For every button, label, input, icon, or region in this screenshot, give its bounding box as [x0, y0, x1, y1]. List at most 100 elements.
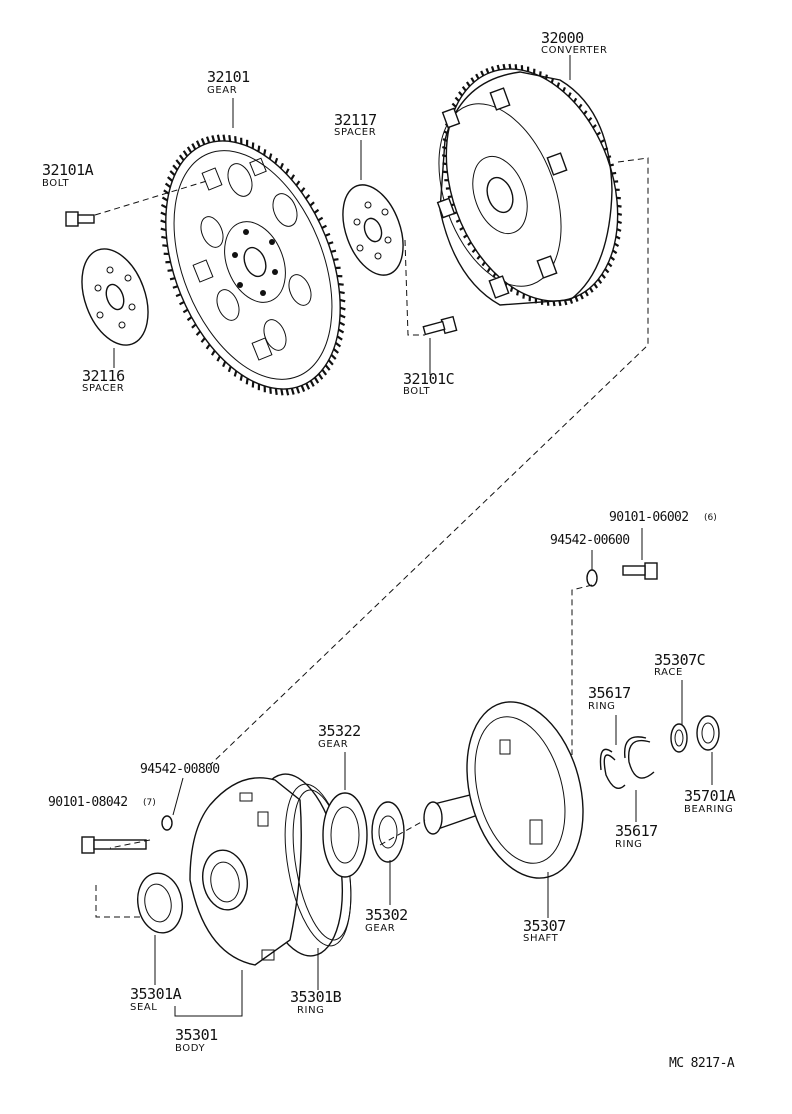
gear-tooth [502, 63, 506, 70]
gear-tooth [169, 277, 176, 281]
part-number-35617-top: 35617 [588, 684, 631, 702]
gear-tooth [597, 278, 603, 284]
gear-tooth [579, 293, 584, 300]
gear-tooth [339, 298, 346, 303]
gear-tooth [337, 274, 343, 278]
part-name-bolt-2: BOLT [403, 386, 431, 397]
gear-tooth [245, 378, 249, 385]
gear-tooth [321, 224, 327, 229]
gear-tooth [454, 96, 460, 102]
gear-tooth [305, 194, 311, 200]
gear-tooth [186, 316, 193, 322]
gear-tooth [520, 65, 524, 71]
gear-tooth [317, 373, 324, 380]
gear-tooth [490, 66, 495, 72]
part-number-35307c: 35307C [654, 651, 706, 669]
part-name-bolt: BOLT [42, 178, 70, 189]
gear-tooth [163, 189, 170, 195]
thrust-bearing [696, 715, 720, 751]
gear-tooth [210, 350, 216, 356]
gear-tooth [285, 168, 290, 175]
gear-tooth [338, 283, 344, 286]
gear-tooth [167, 176, 174, 182]
gear-tooth [274, 388, 278, 395]
gear-tooth [313, 208, 320, 214]
gear-tooth [228, 135, 232, 142]
gear-tooth [309, 201, 315, 207]
gear-tooth [514, 64, 518, 70]
part-name-gear-2: GEAR [318, 739, 349, 750]
gear-tooth [574, 296, 579, 302]
gear-tooth [601, 273, 606, 279]
gear-tooth [556, 82, 561, 88]
gear-tooth [593, 283, 599, 289]
gear-tooth [165, 260, 171, 264]
gear-tooth [200, 337, 206, 343]
part-number-32101a: 32101A [42, 161, 94, 179]
snap-ring-top [599, 748, 626, 789]
gear-tooth [216, 134, 221, 142]
gear-tooth [305, 382, 311, 390]
gear-tooth [245, 139, 249, 147]
gear-tooth [328, 241, 334, 245]
gear-tooth [161, 235, 167, 239]
gear-tooth [290, 174, 296, 180]
part-qty-6: (6) [704, 513, 717, 523]
gear-tooth [562, 86, 566, 92]
part-number-32116: 32116 [82, 367, 125, 385]
gear-tooth [191, 143, 197, 150]
gear-tooth [269, 387, 272, 394]
gear-tooth [257, 383, 261, 391]
gear-tooth [295, 386, 301, 394]
gear-tooth [182, 308, 189, 314]
gear-tooth [336, 335, 343, 341]
gear-tooth [227, 366, 232, 373]
gear-tooth [295, 180, 301, 187]
part-name-spacer-2: SPACER [82, 383, 125, 394]
gear-tooth [216, 355, 221, 362]
gear-tooth [262, 149, 267, 156]
bolt-32101c [422, 315, 458, 336]
gear-tooth [222, 361, 227, 368]
gear-tooth [333, 258, 339, 261]
gear-tooth [522, 293, 526, 299]
pump-driven-gear [322, 792, 368, 878]
gear-tooth [335, 266, 341, 270]
gear-tooth [338, 321, 346, 327]
stator-shaft [423, 701, 584, 879]
gear-tooth [160, 211, 167, 216]
gear-tooth [300, 187, 306, 193]
gear-tooth [233, 370, 238, 377]
gear-tooth [339, 291, 345, 295]
gear-tooth [614, 242, 620, 247]
gear-tooth [321, 369, 328, 376]
gear-tooth [240, 137, 243, 144]
part-name-bearing: BEARING [684, 804, 734, 815]
bolt-90101-06002 [622, 562, 658, 580]
gear-tooth [332, 348, 339, 354]
gear-tooth [330, 353, 337, 360]
gear-tooth [324, 364, 331, 371]
gear-tooth [191, 323, 197, 329]
part-name-ring-35301b: RING [297, 1005, 325, 1016]
gear-tooth [516, 290, 520, 296]
part-name-converter: CONVERTER [541, 45, 608, 56]
gear-tooth [161, 196, 168, 202]
gear-tooth [160, 219, 167, 224]
gear-tooth [532, 68, 536, 74]
gear-tooth [309, 380, 315, 387]
gear-tooth [205, 343, 211, 350]
part-number-35701a: 35701A [684, 787, 736, 805]
figure-code: MC 8217-A [669, 1056, 735, 1071]
part-number-94542-00600: 94542-00600 [550, 533, 630, 548]
gear-tooth [251, 381, 255, 388]
gear-tooth [172, 164, 179, 171]
gear-tooth [334, 341, 342, 348]
thrust-race [670, 723, 688, 753]
leader-lines [113, 55, 713, 1017]
gear-tooth [257, 145, 261, 152]
gear-tooth [200, 138, 206, 145]
gear-tooth [324, 232, 331, 237]
gear-tooth [612, 249, 618, 255]
gear-tooth [609, 256, 616, 261]
